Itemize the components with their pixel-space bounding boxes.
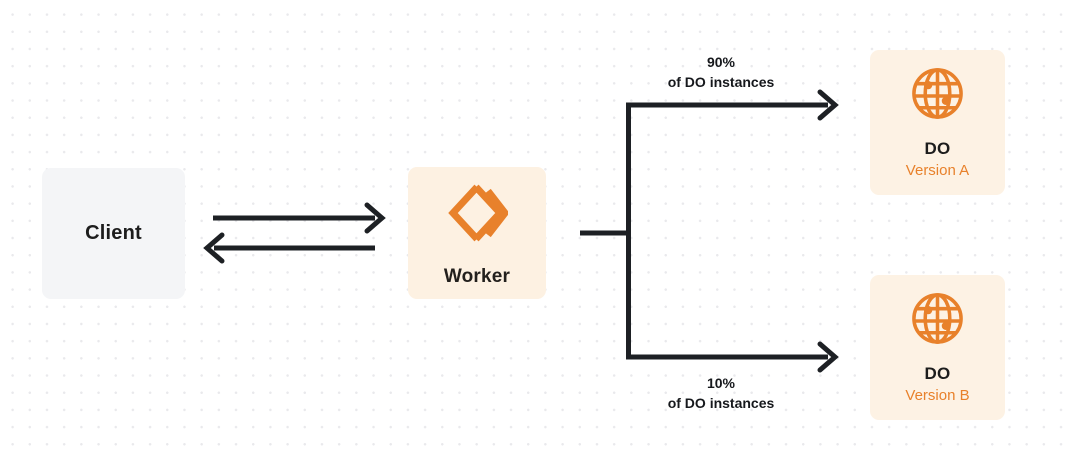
globe-icon [910,291,965,351]
node-do-a-subtitle: Version A [905,161,970,179]
node-do-version-a[interactable]: DO Version A [870,50,1005,195]
globe-icon [910,66,965,126]
node-worker[interactable]: Worker [408,167,546,299]
node-do-b-title: DO [924,364,951,384]
arrow-client-to-worker [213,202,386,234]
node-client[interactable]: Client [42,168,185,299]
arrow-worker-to-client [203,232,375,264]
arrow-worker-to-do-b [626,341,839,373]
arrow-worker-to-do-a [626,89,839,121]
node-client-label: Client [85,222,142,244]
edge-label-do-a: 90% of DO instances [630,52,812,93]
cloudflare-workers-chevron-icon [446,183,510,248]
node-do-b-subtitle: Version B [905,386,970,404]
edge-label-do-b: 10% of DO instances [630,373,812,414]
node-do-version-b[interactable]: DO Version B [870,275,1005,420]
edge-label-do-b-percent: 10% [706,375,736,391]
node-worker-label: Worker [443,265,511,287]
node-do-a-title: DO [924,139,951,159]
edge-label-do-b-caption: of DO instances [667,395,775,412]
edge-label-do-a-percent: 90% [706,54,736,70]
edge-label-do-a-caption: of DO instances [667,74,775,91]
